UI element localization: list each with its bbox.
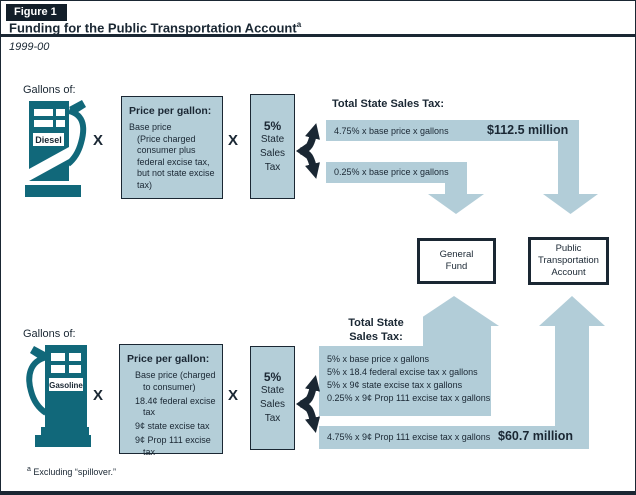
general-fund-box: General Fund bbox=[417, 238, 496, 284]
gasoline-gf-formula: 5% x 9¢ state excise tax x gallons bbox=[327, 380, 463, 390]
diesel-total-heading: Total State Sales Tax: bbox=[332, 98, 445, 110]
figure-title: Funding for the Public Transportation Ac… bbox=[9, 20, 301, 35]
gasoline-pta-formula: 4.75% x 9¢ Prop 111 excise tax x gallons bbox=[327, 432, 491, 442]
diesel-price-heading: Price per gallon: bbox=[129, 105, 212, 117]
footnote: a Excluding “spillover.” bbox=[27, 466, 116, 477]
diesel-price-line1: Base price bbox=[129, 122, 172, 132]
figure-title-text: Funding for the Public Transportation Ac… bbox=[9, 20, 297, 36]
gasoline-gf-formula: 5% x base price x gallons bbox=[327, 354, 430, 364]
diesel-price-box: Price per gallon: Base price (Price char… bbox=[121, 96, 223, 199]
gasoline-price-heading: Price per gallon: bbox=[127, 353, 210, 365]
gasoline-to-pta-arrow bbox=[319, 296, 605, 449]
diesel-price-line2: (Price charged consumer plus federal exc… bbox=[137, 133, 215, 190]
gasoline-fork-arrow-icon bbox=[296, 375, 321, 433]
diesel-tax-pct: 5% bbox=[263, 118, 282, 133]
general-fund-line2: Fund bbox=[445, 261, 468, 272]
diesel-tax-l1: State bbox=[260, 133, 285, 145]
diesel-pta-formula: 4.75% x base price x gallons bbox=[334, 126, 449, 136]
diesel-gallons-label: Gallons of: bbox=[23, 84, 76, 96]
figure-subtitle: 1999-00 bbox=[9, 41, 50, 53]
gasoline-pump-icon: Gasoline bbox=[26, 345, 91, 447]
footnote-text: Excluding “spillover.” bbox=[30, 467, 116, 477]
gasoline-tax-l2: Sales bbox=[259, 399, 285, 410]
pta-line3: Account bbox=[551, 267, 586, 278]
diesel-to-pta-arrow bbox=[326, 120, 598, 214]
gasoline-sales-tax-box: 5% State Sales Tax bbox=[250, 346, 295, 450]
gasoline-multiply-1: X bbox=[93, 387, 104, 404]
figure-title-superscript: a bbox=[296, 20, 302, 29]
diesel-multiply-1: X bbox=[93, 132, 104, 149]
gasoline-pta-amount: $60.7 million bbox=[498, 429, 574, 443]
figure-label: Figure 1 bbox=[6, 4, 67, 21]
gasoline-tax-l3: Tax bbox=[264, 413, 281, 424]
diesel-multiply-2: X bbox=[228, 132, 239, 149]
general-fund-line1: General bbox=[439, 249, 474, 260]
diesel-to-gf-arrow bbox=[326, 162, 484, 214]
gasoline-gallons-label: Gallons of: bbox=[23, 328, 76, 340]
pta-line2: Transportation bbox=[538, 255, 599, 266]
gasoline-tax-pct: 5% bbox=[263, 370, 282, 384]
diesel-sales-tax-box: 5% State Sales Tax bbox=[250, 94, 295, 199]
gasoline-multiply-2: X bbox=[228, 387, 239, 404]
diesel-tax-l3: Tax bbox=[264, 161, 281, 173]
diesel-pta-amount: $112.5 million bbox=[487, 123, 569, 137]
gasoline-price-box: Price per gallon: Base price (charged to… bbox=[119, 344, 223, 457]
gasoline-total-heading: Total State Sales Tax: bbox=[329, 314, 423, 346]
gasoline-price-line: Base price (charged to consumer) bbox=[135, 370, 216, 392]
diesel-tax-l2: Sales bbox=[259, 147, 285, 159]
gasoline-price-line: 9¢ Prop 111 excise tax bbox=[135, 435, 211, 457]
title-divider bbox=[1, 34, 635, 37]
diesel-pump-icon: Diesel bbox=[25, 100, 87, 197]
gasoline-price-line: 18.4¢ federal excise tax bbox=[135, 395, 216, 418]
svg-text:Diesel: Diesel bbox=[35, 135, 62, 145]
footnote-marker: a bbox=[27, 466, 31, 473]
gasoline-total-heading-l1: Total State bbox=[348, 317, 404, 329]
gasoline-to-gf-arrow bbox=[319, 296, 499, 416]
diesel-gf-formula: 0.25% x base price x gallons bbox=[334, 167, 449, 177]
gasoline-tax-l1: State bbox=[260, 385, 285, 396]
svg-text:Gasoline: Gasoline bbox=[49, 381, 83, 390]
gasoline-total-heading-l2: Sales Tax: bbox=[349, 331, 403, 343]
public-transportation-account-box: Public Transportation Account bbox=[528, 237, 609, 285]
diesel-fork-arrow-icon bbox=[296, 123, 320, 179]
pta-line1: Public bbox=[555, 243, 582, 254]
gasoline-gf-formula: 0.25% x 9¢ Prop 111 excise tax x gallons bbox=[327, 393, 491, 403]
gasoline-price-line: 9¢ state excise tax bbox=[135, 421, 210, 431]
gasoline-gf-formula: 5% x 18.4 federal excise tax x gallons bbox=[327, 367, 478, 377]
